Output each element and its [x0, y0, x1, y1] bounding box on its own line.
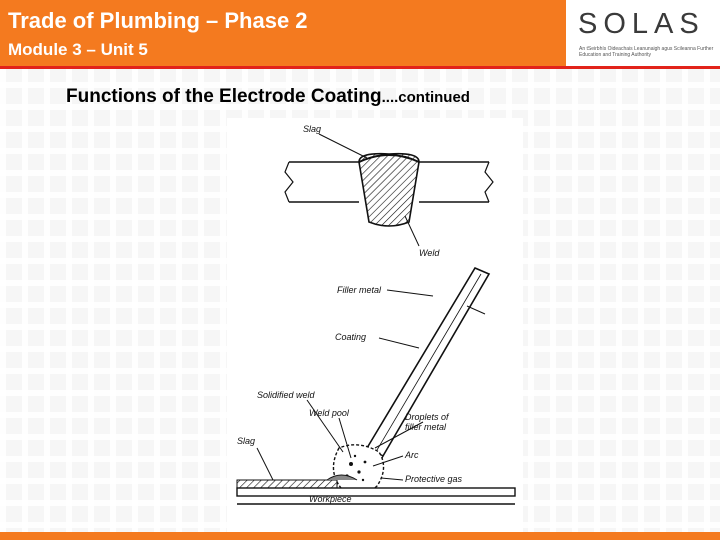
arc-and-gas — [332, 444, 385, 496]
label-coating: Coating — [335, 332, 366, 342]
gas-leader — [380, 477, 404, 481]
coating-leader — [378, 337, 420, 349]
solas-logo: SOLAS An tSeirbhís Oideachais Leanunaigh… — [566, 0, 720, 66]
slide-subtitle: Module 3 – Unit 5 — [8, 40, 148, 59]
filler-leader — [386, 289, 434, 297]
arc-leader — [372, 455, 404, 467]
droplets-leader — [374, 421, 424, 449]
label-weld-pool: Weld pool — [309, 408, 350, 418]
diagram-svg: Slag Weld — [236, 124, 516, 505]
workpiece — [236, 474, 516, 505]
header-bar: Trade of Plumbing – Phase 2 Module 3 – U… — [0, 0, 566, 68]
header-divider — [0, 66, 720, 69]
slag-top-leader — [318, 133, 368, 159]
content-heading: Functions of the Electrode Coating....co… — [66, 86, 470, 108]
solidified-leader — [306, 399, 344, 453]
logo-wordmark: SOLAS — [578, 8, 705, 40]
logo-tagline: An tSeirbhís Oideachais Leanunaigh agus … — [579, 46, 714, 58]
label-arc: Arc — [404, 450, 419, 460]
label-protective-gas: Protective gas — [405, 474, 463, 484]
label-workpiece: Workpiece — [309, 494, 352, 504]
weld-pool-leader — [338, 417, 352, 459]
electrode — [356, 266, 491, 471]
footer-bar — [0, 532, 720, 540]
weld-leader — [404, 215, 420, 247]
label-filler-metal: Filler metal — [337, 285, 382, 295]
heading-text: Functions of the Electrode Coating — [66, 86, 382, 107]
slag-bottom-leader — [256, 447, 274, 481]
heading-suffix: ....continued — [381, 89, 470, 106]
label-droplets: Droplets of — [405, 412, 450, 422]
label-solidified-weld: Solidified weld — [257, 390, 316, 400]
label-droplets-line2: filler metal — [405, 422, 447, 432]
label-slag-top: Slag — [303, 124, 321, 134]
slide-title: Trade of Plumbing – Phase 2 — [8, 8, 308, 33]
weld-cross-section — [284, 152, 494, 227]
label-weld: Weld — [419, 248, 440, 258]
electrode-coating-diagram: Slag Weld — [227, 118, 523, 532]
label-slag-bottom: Slag — [237, 436, 255, 446]
